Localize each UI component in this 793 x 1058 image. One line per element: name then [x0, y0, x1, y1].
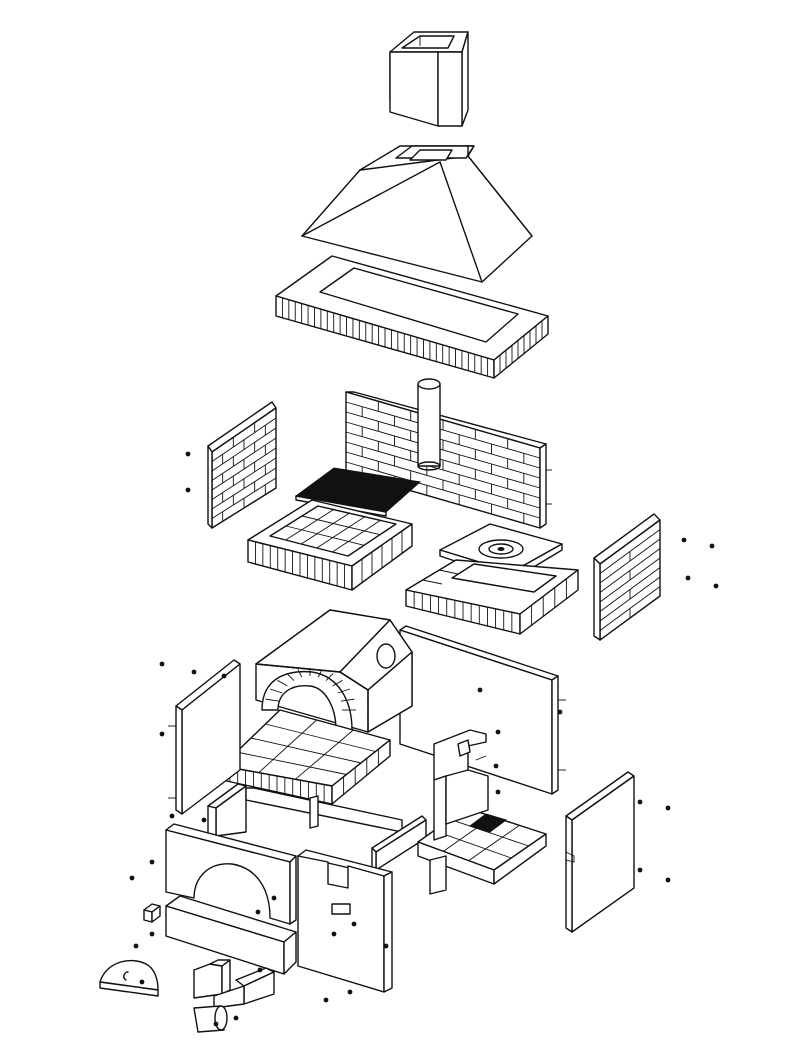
fastener-dot	[129, 875, 135, 881]
fastener-dot	[149, 931, 155, 937]
brick-hearth-icon	[247, 499, 413, 591]
fastener-dot	[665, 805, 671, 811]
fastener-dot	[213, 1021, 219, 1027]
fastener-dot	[495, 729, 501, 735]
fastener-dot	[185, 451, 191, 457]
fastener-dot	[271, 895, 277, 901]
fastener-dot	[347, 989, 353, 995]
fastener-dot	[221, 673, 227, 679]
fastener-dots	[129, 451, 719, 1027]
fastener-dot	[383, 943, 389, 949]
fastener-dot	[665, 877, 671, 883]
fastener-dot	[255, 909, 261, 915]
bracket-icon	[193, 959, 275, 1009]
roll-icon	[193, 1005, 228, 1033]
semicircle-door-icon	[99, 959, 159, 997]
pipe-icon	[417, 378, 441, 471]
fastener-dot	[323, 997, 329, 1003]
fastener-dot	[495, 789, 501, 795]
fastener-dot	[185, 487, 191, 493]
fastener-dot	[477, 687, 483, 693]
fastener-dot	[139, 979, 145, 985]
fastener-dot	[493, 763, 499, 769]
arch-panel-icon	[165, 823, 297, 925]
fastener-dot	[191, 669, 197, 675]
slab-icon	[165, 895, 297, 975]
fastener-dot	[331, 931, 337, 937]
fastener-dot	[685, 575, 691, 581]
brick-wall-icon	[207, 401, 277, 529]
panel-icon	[399, 625, 566, 795]
brick-wall-icon	[593, 513, 661, 641]
fastener-dot	[257, 967, 263, 973]
tiled-counter-icon	[417, 807, 547, 885]
fastener-dot	[557, 709, 563, 715]
fastener-dot	[681, 537, 687, 543]
panel-icon	[168, 659, 241, 815]
tiled-slab-icon	[221, 709, 391, 805]
fastener-dot	[169, 813, 175, 819]
fastener-dot	[709, 543, 715, 549]
panel-icon	[297, 849, 393, 993]
fastener-dot	[713, 583, 719, 589]
fastener-dot	[159, 661, 165, 667]
fastener-dot	[133, 943, 139, 949]
fastener-dot	[159, 731, 165, 737]
fastener-dot	[233, 1015, 239, 1021]
fastener-dot	[149, 859, 155, 865]
brick-hearth-icon	[405, 559, 579, 635]
chimney-flue-icon	[389, 31, 469, 127]
block-icon	[143, 903, 161, 923]
bracket-icon	[429, 729, 489, 895]
hood-collar-frame-icon	[275, 255, 549, 379]
fastener-dot	[637, 799, 643, 805]
fastener-dot	[351, 921, 357, 927]
fastener-dot	[637, 867, 643, 873]
oven-dome-icon	[255, 609, 413, 733]
chimney-hood-icon	[301, 145, 533, 283]
panel-icon	[565, 771, 635, 933]
fastener-dot	[201, 817, 207, 823]
